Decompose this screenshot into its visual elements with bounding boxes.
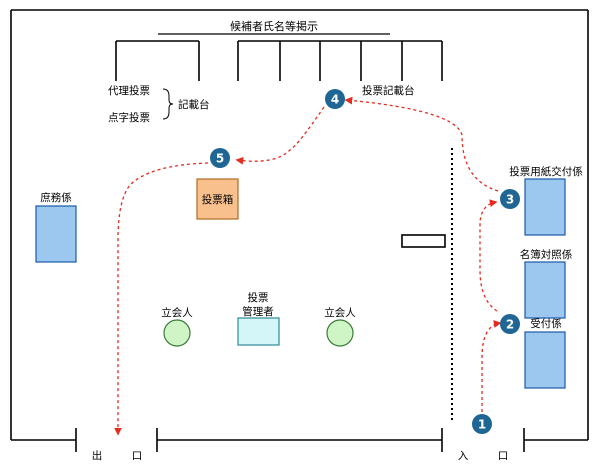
witness-left-seat: [163, 319, 191, 347]
manager-label-line1: 投票: [248, 291, 269, 304]
reception-label: 受付係: [530, 317, 562, 330]
route-step3-to-4: [344, 96, 499, 192]
small-table: [401, 234, 446, 248]
step-badge-4: 4: [325, 89, 345, 109]
braille-vote-label: 点字投票: [108, 111, 150, 124]
ballot-box: [196, 178, 239, 220]
exit-label: 出: [92, 449, 103, 462]
room-walls: [10, 9, 589, 452]
witness-left-label: 立会人: [161, 306, 193, 319]
svg-text:2: 2: [506, 318, 514, 332]
route-step2-to-3: [479, 199, 498, 312]
ballot-issue-label: 投票用紙交付係: [509, 165, 583, 178]
writing-desk-right-label: 投票記載台: [362, 84, 415, 97]
step-badge-5: 5: [210, 148, 230, 168]
reception-desk: [524, 331, 566, 389]
manager-label-line2: 管理者: [242, 305, 274, 318]
svg-text:3: 3: [506, 193, 514, 207]
seating-clerk-label: 庶務係: [40, 191, 72, 204]
proxy-vote-label: 代理投票: [108, 84, 150, 97]
candidate-notice-booths: [115, 33, 443, 81]
route-step1-to-2: [481, 320, 502, 412]
ballot-box-label: 投票箱: [202, 193, 234, 206]
ballot-issue-desk: [524, 178, 566, 236]
seating-clerk-desk: [35, 205, 77, 263]
witness-right-seat: [326, 319, 354, 347]
exit-door-char: 口: [132, 450, 143, 462]
register-check-desk: [524, 261, 566, 319]
entrance-label: 入: [458, 450, 469, 462]
svg-text:4: 4: [331, 93, 339, 107]
route-step4-to-5: [235, 106, 325, 165]
manager-desk: [237, 317, 280, 346]
witness-right-label: 立会人: [324, 306, 356, 319]
grouping-brace: [162, 88, 174, 120]
notice-board-title: 候補者氏名等掲示: [230, 19, 318, 33]
entrance-door-char: 口: [498, 450, 509, 462]
writing-desk-left-label: 記載台: [178, 98, 210, 111]
step-badge-2: 2: [500, 314, 520, 334]
step-badge-1: 1: [472, 414, 492, 434]
register-check-label: 名簿対照係: [520, 248, 573, 261]
route-step5-to-exit: [114, 162, 209, 436]
svg-text:5: 5: [216, 152, 224, 166]
step-badge-3: 3: [500, 189, 520, 209]
svg-text:1: 1: [478, 418, 486, 432]
voter-route: [114, 96, 502, 436]
